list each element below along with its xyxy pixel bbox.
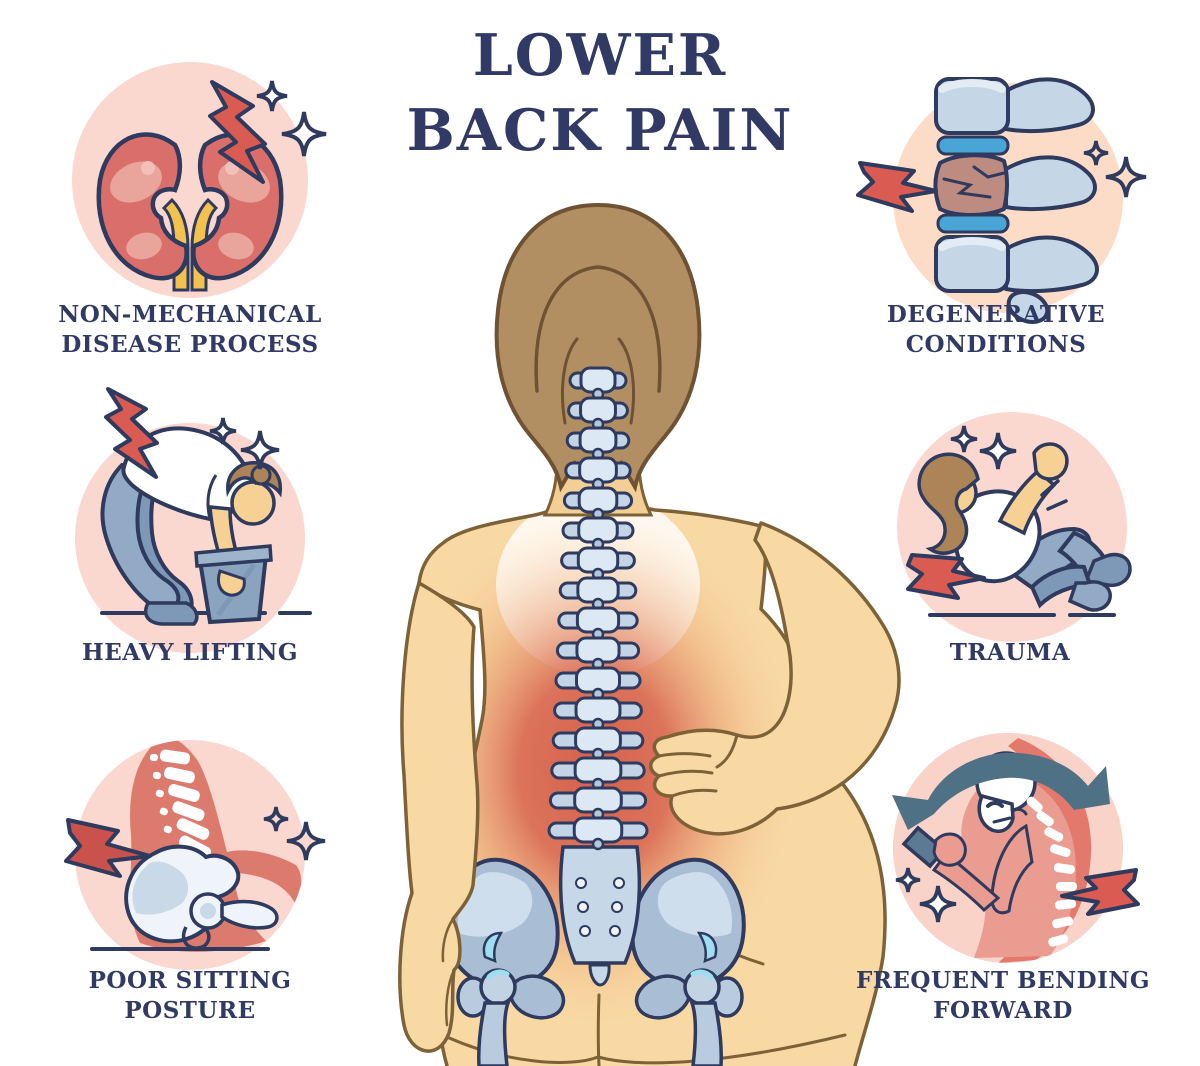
falling-person-icon bbox=[882, 397, 1142, 657]
label-poor-sitting-posture: POOR SITTING POSTURE bbox=[88, 967, 292, 1024]
right-arm-hand-on-hip bbox=[649, 521, 901, 836]
hair bbox=[917, 452, 980, 555]
healthy-vertebra-top bbox=[934, 77, 1095, 135]
disc bbox=[936, 213, 1010, 234]
spine bbox=[547, 366, 649, 851]
coccyx bbox=[588, 963, 611, 987]
central-figure-illustration bbox=[398, 202, 901, 1066]
left-kidney bbox=[96, 132, 189, 281]
pelvis-bone bbox=[124, 844, 279, 950]
kidneys-icon bbox=[60, 50, 320, 310]
lightning-bolt-icon bbox=[208, 80, 267, 184]
impact-lines bbox=[1040, 479, 1068, 511]
label-trauma: TRAUMA bbox=[949, 639, 1071, 666]
label-heavy-lifting: HEAVY LIFTING bbox=[81, 639, 298, 666]
page-title-line2: BACK PAIN bbox=[406, 97, 794, 164]
lightning-bolt-icon bbox=[104, 387, 159, 479]
label-frequent-bending-forward: FREQUENT BENDING FORWARD bbox=[855, 967, 1151, 1024]
arm bbox=[990, 823, 1034, 915]
damaged-vertebrae-icon bbox=[856, 63, 1138, 324]
spine bbox=[149, 749, 212, 859]
person-lifting-bucket-icon bbox=[60, 387, 320, 663]
lightning-bolt-icon bbox=[906, 553, 986, 600]
spine bbox=[1026, 796, 1077, 947]
page-title: LOWER BACK PAIN bbox=[300, 18, 900, 168]
shoe bbox=[1067, 580, 1112, 612]
bent-neck-phone-icon bbox=[878, 718, 1140, 978]
damaged-vertebra bbox=[933, 153, 1097, 217]
lightning-bolt-icon bbox=[856, 161, 938, 213]
slouched-pelvis-icon bbox=[60, 725, 320, 985]
label-non-mechanical-disease-process: NON-MECHANICAL DISEASE PROCESS bbox=[58, 301, 322, 358]
left-femur bbox=[456, 968, 517, 1066]
lightning-bolt-icon bbox=[1060, 868, 1140, 916]
lightning-bolt-icon bbox=[64, 818, 152, 878]
hand bbox=[932, 832, 967, 867]
page-title-line1: LOWER bbox=[472, 22, 728, 89]
label-degenerative-conditions: DEGENERATIVE CONDITIONS bbox=[886, 301, 1106, 358]
disc bbox=[936, 135, 1010, 156]
sacrum bbox=[558, 845, 642, 965]
healthy-vertebra-bottom bbox=[934, 235, 1099, 324]
left-arm bbox=[398, 581, 480, 1053]
shoe bbox=[1083, 552, 1132, 588]
double-arrow-icon bbox=[892, 752, 1110, 830]
